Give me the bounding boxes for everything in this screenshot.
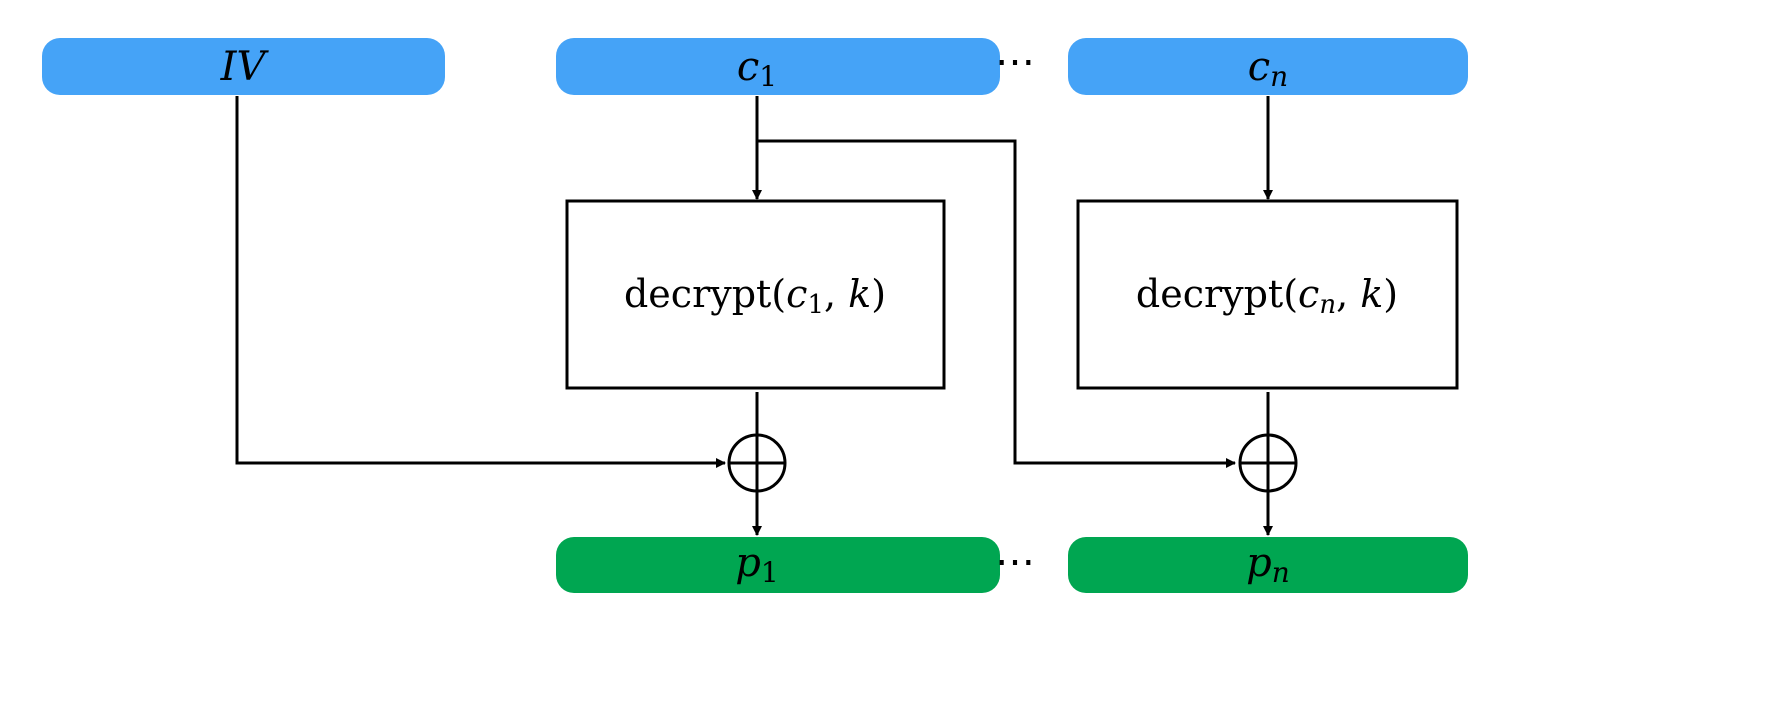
iv-label: IV <box>220 44 270 90</box>
decrypt-label-n: decrypt(cn, k) <box>1136 272 1398 320</box>
decrypt-label-1: decrypt(c1, k) <box>624 272 886 320</box>
xor-icon <box>727 433 787 493</box>
connectors <box>235 96 1273 536</box>
pn-block <box>1068 537 1468 593</box>
xor-icon <box>1238 433 1298 493</box>
pn-label: pn <box>1246 540 1290 589</box>
decrypt-box-1 <box>565 199 946 390</box>
iv-block <box>42 38 445 95</box>
p1-block <box>556 537 1000 593</box>
output-ellipsis: ⋯ <box>995 539 1035 585</box>
p1-label: p1 <box>735 540 778 589</box>
c1-label: c1 <box>737 44 777 93</box>
cn-label: cn <box>1248 44 1288 93</box>
c1-to-xor-n-arrow <box>757 139 1236 468</box>
c1-block <box>556 38 1000 95</box>
iv-to-xor-1-arrow <box>235 96 726 468</box>
cn-block <box>1068 38 1468 95</box>
input-ellipsis: ⋯ <box>995 39 1035 85</box>
decrypt-box-n <box>1076 199 1459 390</box>
